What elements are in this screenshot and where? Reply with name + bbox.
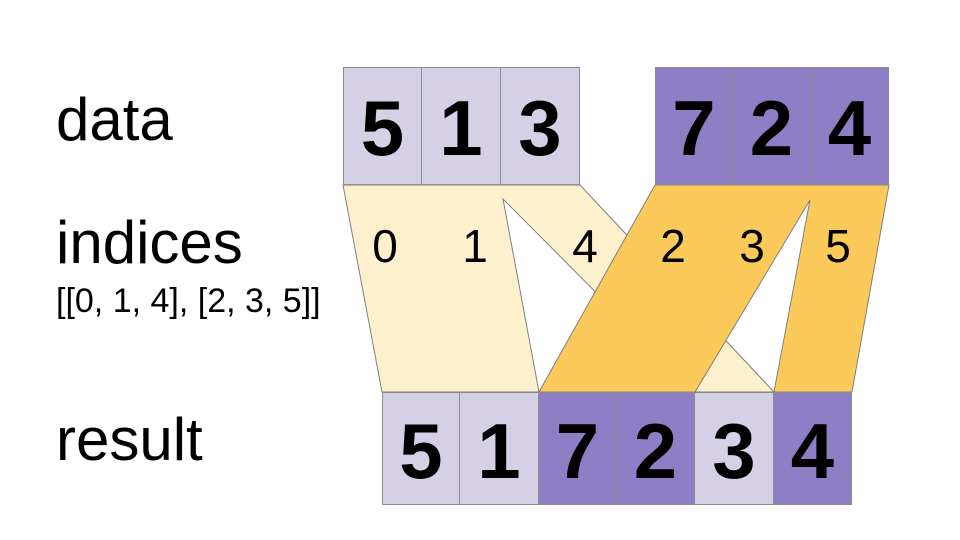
index-label: 5 [825, 220, 851, 272]
data-cell: 5 [343, 67, 422, 185]
index-label: 1 [462, 220, 488, 272]
data-label: data [56, 86, 173, 153]
indices-label: indices [56, 209, 243, 276]
result-cell: 4 [774, 392, 852, 505]
data-array-2: 7 2 4 [655, 67, 889, 185]
data-cell: 2 [733, 67, 811, 185]
data-array-1: 5 1 3 [343, 67, 580, 185]
index-label: 4 [572, 220, 598, 272]
index-label: 2 [660, 220, 686, 272]
result-label: result [56, 406, 203, 473]
result-cell: 3 [695, 392, 774, 505]
result-cell: 5 [382, 392, 460, 505]
result-cell: 2 [617, 392, 695, 505]
index-label: 0 [372, 220, 398, 272]
data-cell: 1 [422, 67, 501, 185]
data-cell: 3 [501, 67, 580, 185]
index-label: 3 [739, 220, 765, 272]
data-cell: 4 [811, 67, 889, 185]
data-cell: 7 [655, 67, 733, 185]
result-array: 5 1 7 2 3 4 [382, 392, 852, 505]
result-cell: 1 [460, 392, 539, 505]
result-cell: 7 [539, 392, 617, 505]
indices-value: [[0, 1, 4], [2, 3, 5]] [56, 282, 321, 320]
